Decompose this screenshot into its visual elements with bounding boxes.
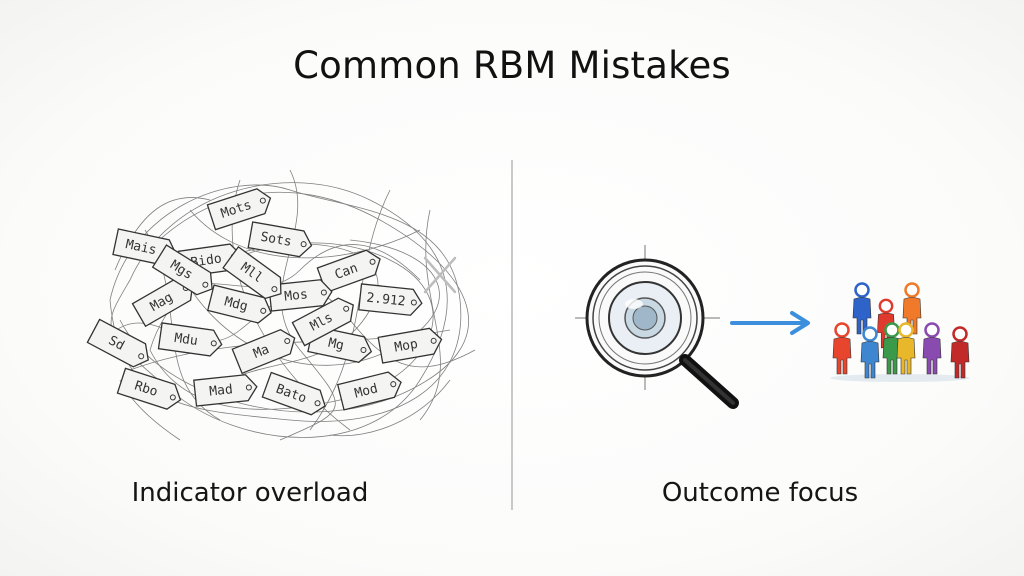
indicator-tag-label: Mad [209,382,234,399]
indicator-tag-label: Sots [259,230,292,250]
person-icon [896,322,916,375]
caption-outcome-focus: Outcome focus [661,478,859,508]
indicator-tag-label: Mdg [223,294,249,314]
slide-title: Common RBM Mistakes [293,44,731,87]
indicator-tag: Ma [231,328,296,375]
person-icon [950,326,970,379]
arrow-right-icon [730,311,810,335]
indicator-tag: Sots [247,221,313,258]
indicator-tag-label: Mop [393,337,419,356]
indicator-tag-label: Rbo [133,378,160,400]
indicator-tag: Sd [86,318,149,368]
person-icon [852,282,872,335]
indicator-tag: Mop [377,327,443,364]
indicator-tag-label: 2.912 [366,291,406,310]
indicator-tag-label: Mdu [173,331,198,349]
indicator-tag: Mod [336,371,402,411]
indicator-tag: Mad [193,374,258,407]
indicator-tag: Mgs [151,244,213,296]
indicator-tag-label: Mos [284,287,309,304]
indicator-tag: Can [316,249,381,294]
indicator-tag-label: Mg [327,336,345,354]
close-x-icon [423,256,457,294]
indicator-tag-label: Mais [124,237,158,258]
person-icon [922,322,942,375]
indicator-tag: Mots [206,188,272,231]
indicator-tag-label: Ma [251,342,271,362]
indicator-tag: Mls [291,297,354,347]
indicator-tag: Mos [268,279,333,312]
indicator-tag: Mll [222,245,282,300]
indicator-tag: Rbo [116,367,182,410]
indicator-tag-label: Sd [106,333,127,354]
person-icon [860,326,880,379]
magnifying-glass-icon [575,245,739,409]
people-group-icon [830,282,970,382]
indicator-tag: Bato [261,371,326,416]
indicator-tag: 2.912 [358,283,423,316]
indicator-tag-label: Mod [353,381,379,401]
panel-divider [511,160,513,510]
indicator-tag: Mdg [206,284,272,324]
caption-indicator-overload: Indicator overload [131,478,369,508]
indicator-tag: Mdu [157,322,223,357]
person-icon [832,322,852,375]
